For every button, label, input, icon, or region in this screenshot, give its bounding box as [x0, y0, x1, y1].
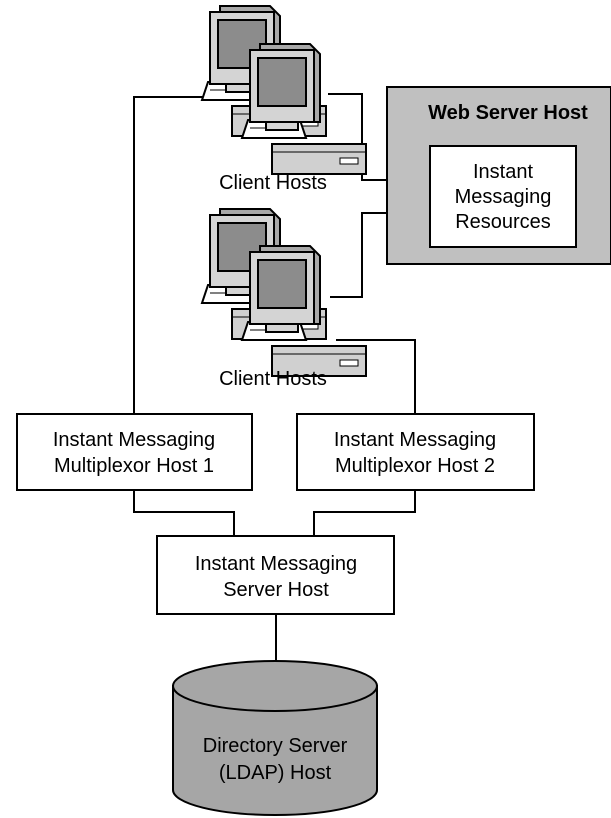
- im-server-host: Instant Messaging Server Host: [156, 535, 395, 615]
- client-hosts-bottom: Client Hosts: [201, 208, 367, 390]
- multiplexor-2-line-1: Instant Messaging: [334, 429, 496, 451]
- multiplexor-1-box: [16, 413, 253, 491]
- client-hosts-top: Client Hosts: [201, 5, 367, 194]
- web-server-host: Web Server Host Instant Messaging Resour…: [386, 86, 611, 265]
- client-hosts-top-label: Client Hosts: [219, 172, 327, 194]
- multiplexor-2-line-2: Multiplexor Host 2: [335, 455, 495, 477]
- im-server-box: [156, 535, 395, 615]
- link-clients-bottom-to-mux2: [336, 339, 416, 414]
- database-cylinder-icon: [172, 685, 378, 816]
- directory-server-host: Directory Server (LDAP) Host: [172, 660, 378, 816]
- client-hosts-bottom-label: Client Hosts: [219, 368, 327, 390]
- computer-icon: [241, 245, 367, 377]
- link-mux1-to-server: [133, 490, 235, 536]
- im-server-line-2: Server Host: [223, 579, 329, 601]
- im-resources-line-3: Resources: [455, 211, 551, 233]
- computer-icon: [241, 43, 367, 175]
- im-resources-line-2: Messaging: [455, 186, 552, 208]
- link-clients-top-to-mux1: [133, 96, 210, 414]
- multiplexor-1-line-1: Instant Messaging: [53, 429, 215, 451]
- multiplexor-2-box: [296, 413, 535, 491]
- im-resources-line-1: Instant: [473, 161, 533, 183]
- directory-server-line-1: Directory Server: [203, 735, 348, 757]
- multiplexor-1-line-2: Multiplexor Host 1: [54, 455, 214, 477]
- link-mux2-to-server: [313, 490, 416, 536]
- im-resources-box: [429, 145, 577, 248]
- im-server-line-1: Instant Messaging: [195, 553, 357, 575]
- multiplexor-host-2: Instant Messaging Multiplexor Host 2: [296, 413, 535, 491]
- connection-lines: [133, 93, 430, 678]
- directory-server-line-2: (LDAP) Host: [219, 762, 332, 784]
- web-server-title: Web Server Host: [428, 102, 588, 124]
- multiplexor-host-1: Instant Messaging Multiplexor Host 1: [16, 413, 253, 491]
- database-cylinder-top: [172, 660, 378, 712]
